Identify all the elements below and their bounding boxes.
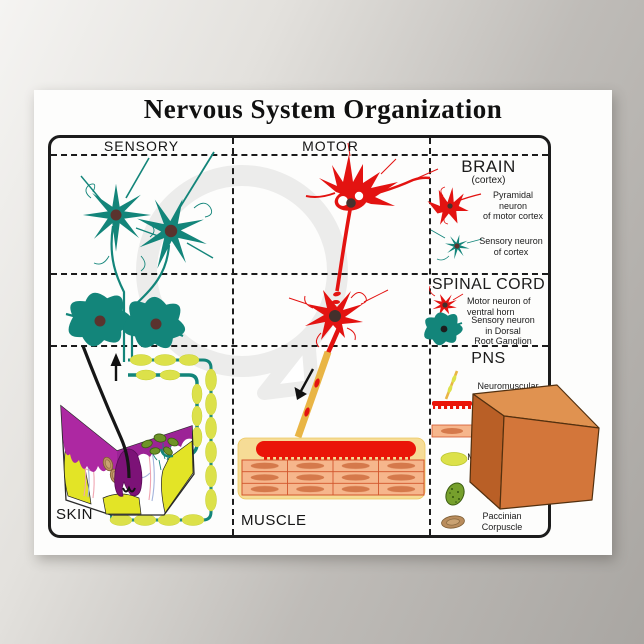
legend-heading-brain: BRAIN [461, 157, 516, 176]
legend-drg-sensory-neuron-icon [424, 312, 463, 346]
legend-heading-pns: PNS [471, 350, 506, 367]
descending-signal-arrow [294, 368, 315, 400]
grid-line-spinal-pns [51, 345, 548, 347]
legend-label-drg-sensory-neuron: Sensory neuron in Dorsal Root Ganglion [471, 315, 535, 346]
grid-line-sensory-motor [232, 138, 234, 535]
ventral-horn-motor-neuron [288, 289, 389, 354]
ruffini-corpuscles [141, 433, 179, 456]
skin-block [60, 345, 195, 516]
grid-line-header [51, 154, 548, 156]
legend-neuromuscular-junction-icon [432, 370, 472, 409]
neuromuscular-junction-and-muscle [237, 437, 426, 500]
poster: Nervous System Organization SENSORY MOTO… [34, 90, 612, 555]
legend-label-sensory-cortex-neuron: Sensory neuron of cortex [479, 236, 543, 257]
hair-shaft [81, 345, 131, 479]
dorsal-root-ganglion-neurons [65, 291, 191, 356]
column-header-sensory: SENSORY [103, 138, 180, 154]
legend-ventral-horn-motor-neuron-icon [429, 285, 464, 316]
legend-label-neuromuscular-junction: Neuromuscular junction [477, 381, 539, 402]
diagram-frame: SENSORY MOTOR [48, 135, 551, 538]
legend-label-muscle-fiber: Muscle fiber or myocyte [486, 422, 536, 443]
legend-label-ruffinian-corpuscle: Ruffinian Corpuscle [485, 480, 527, 501]
grid-line-brain-spinal [51, 273, 548, 275]
legend-ruffinian-corpuscle-icon [445, 482, 465, 506]
watermark-arrow-icon [257, 330, 319, 400]
ascending-signal-arrow [110, 353, 122, 381]
legend-label-pyramidal-neuron: Pyramidal neuron of motor cortex [482, 190, 544, 221]
column-header-motor: MOTOR [302, 138, 359, 154]
legend-muscle-fiber-icon [431, 424, 473, 438]
sensory-cortex-neurons [80, 151, 219, 362]
poster-title: Nervous System Organization [143, 94, 503, 124]
muscle-fiber-grid [241, 459, 425, 496]
legend-label-paccinian-corpuscle: Paccinian Corpuscle [481, 511, 523, 532]
legend-myelin-sheath-icon [440, 452, 468, 466]
legend-cortex-sensory-neuron-icon [430, 229, 483, 262]
pyramidal-neuron [305, 142, 439, 297]
pathway-illustration [60, 142, 483, 529]
legend-paccinian-corpuscle-icon [441, 515, 465, 529]
legend-label-myelin-sheath: Myelin sheath [467, 452, 523, 462]
legend-label-motor-neuron-ventral-horn: Motor neuron of ventral horn [467, 296, 531, 317]
panel-label-skin: SKIN [56, 506, 94, 523]
panel-label-muscle: MUSCLE [241, 512, 307, 529]
legend-subheading-cortex: (cortex) [471, 175, 506, 186]
legend-pyramidal-neuron-icon [427, 186, 482, 225]
motor-axon-myelinated [294, 350, 332, 439]
legend-heading-spinal-cord: SPINAL CORD [431, 276, 546, 293]
